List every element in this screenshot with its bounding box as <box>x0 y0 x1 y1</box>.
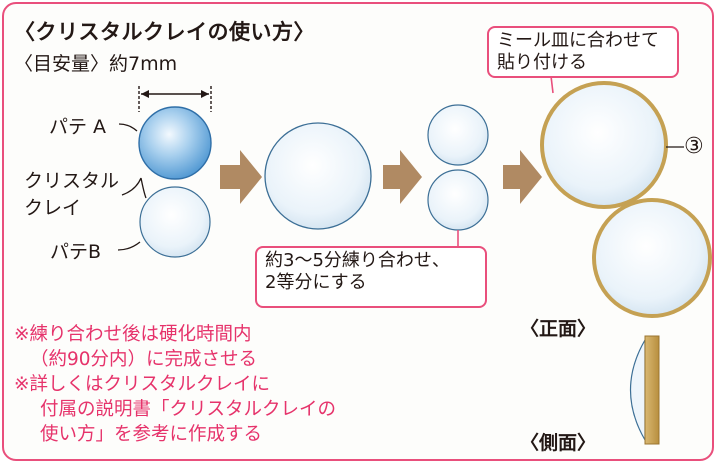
crystal-clay-leader <box>121 177 147 199</box>
mix-callout: 約3〜5分練り合わせ、 2等分にする <box>255 246 487 308</box>
cabochon-attached <box>540 81 668 209</box>
attach-callout-line2: 貼り付ける <box>497 52 587 73</box>
crystal-clay-label-line1: クリスタル <box>24 170 120 192</box>
guide-amount: 〈目安量〉約7mm <box>14 53 178 75</box>
clay-half-top <box>427 104 489 166</box>
diagram-title: 〈クリスタルクレイの使い方〉 <box>14 20 315 44</box>
mixed-clay-ball <box>264 122 372 230</box>
pate-b-label: パテB <box>50 241 102 263</box>
mix-callout-line2: 2等分にする <box>265 272 367 293</box>
side-view-label: 〈側面〉 <box>520 432 597 454</box>
attach-callout: ミール皿に合わせて 貼り付ける <box>487 26 679 78</box>
note-line-3: ※詳しくはクリスタルクレイに <box>14 374 271 395</box>
note-line-1: ※練り合わせ後は硬化時間内 <box>14 324 252 345</box>
pate-b-leader <box>117 241 141 251</box>
pate-a-ball <box>138 106 212 180</box>
clay-half-bottom <box>427 169 489 231</box>
attach-callout-pointer <box>550 75 554 94</box>
attach-callout-line1: ミール皿に合わせて <box>497 30 659 51</box>
front-view-cabochon <box>592 198 712 318</box>
side-view-plate <box>644 335 660 445</box>
number-3-label: ③ <box>684 134 704 159</box>
pate-a-leader <box>118 123 138 132</box>
pate-b-ball <box>139 186 211 258</box>
dimension-arrow-right <box>201 90 209 98</box>
process-arrow-2 <box>383 150 422 204</box>
note-line-4: 付属の説明書「クリスタルクレイの <box>40 399 337 420</box>
pate-a-label: パテ A <box>49 116 107 138</box>
dimension-arrow-left <box>141 90 149 98</box>
side-view-dome <box>630 337 646 443</box>
mix-callout-line1: 約3〜5分練り合わせ、 <box>265 250 450 271</box>
crystal-clay-label-line2: クレイ <box>24 197 82 219</box>
process-arrow-1 <box>220 150 262 204</box>
front-view-label: 〈正面〉 <box>520 318 597 340</box>
process-arrow-3 <box>503 150 542 204</box>
note-line-2: （約90分内）に完成させる <box>30 349 258 370</box>
diagram-frame <box>2 2 714 461</box>
note-line-5: 使い方」を参考に作成する <box>40 424 263 445</box>
notes: ※練り合わせ後は硬化時間内 （約90分内）に完成させる ※詳しくはクリスタルクレ… <box>14 322 336 447</box>
